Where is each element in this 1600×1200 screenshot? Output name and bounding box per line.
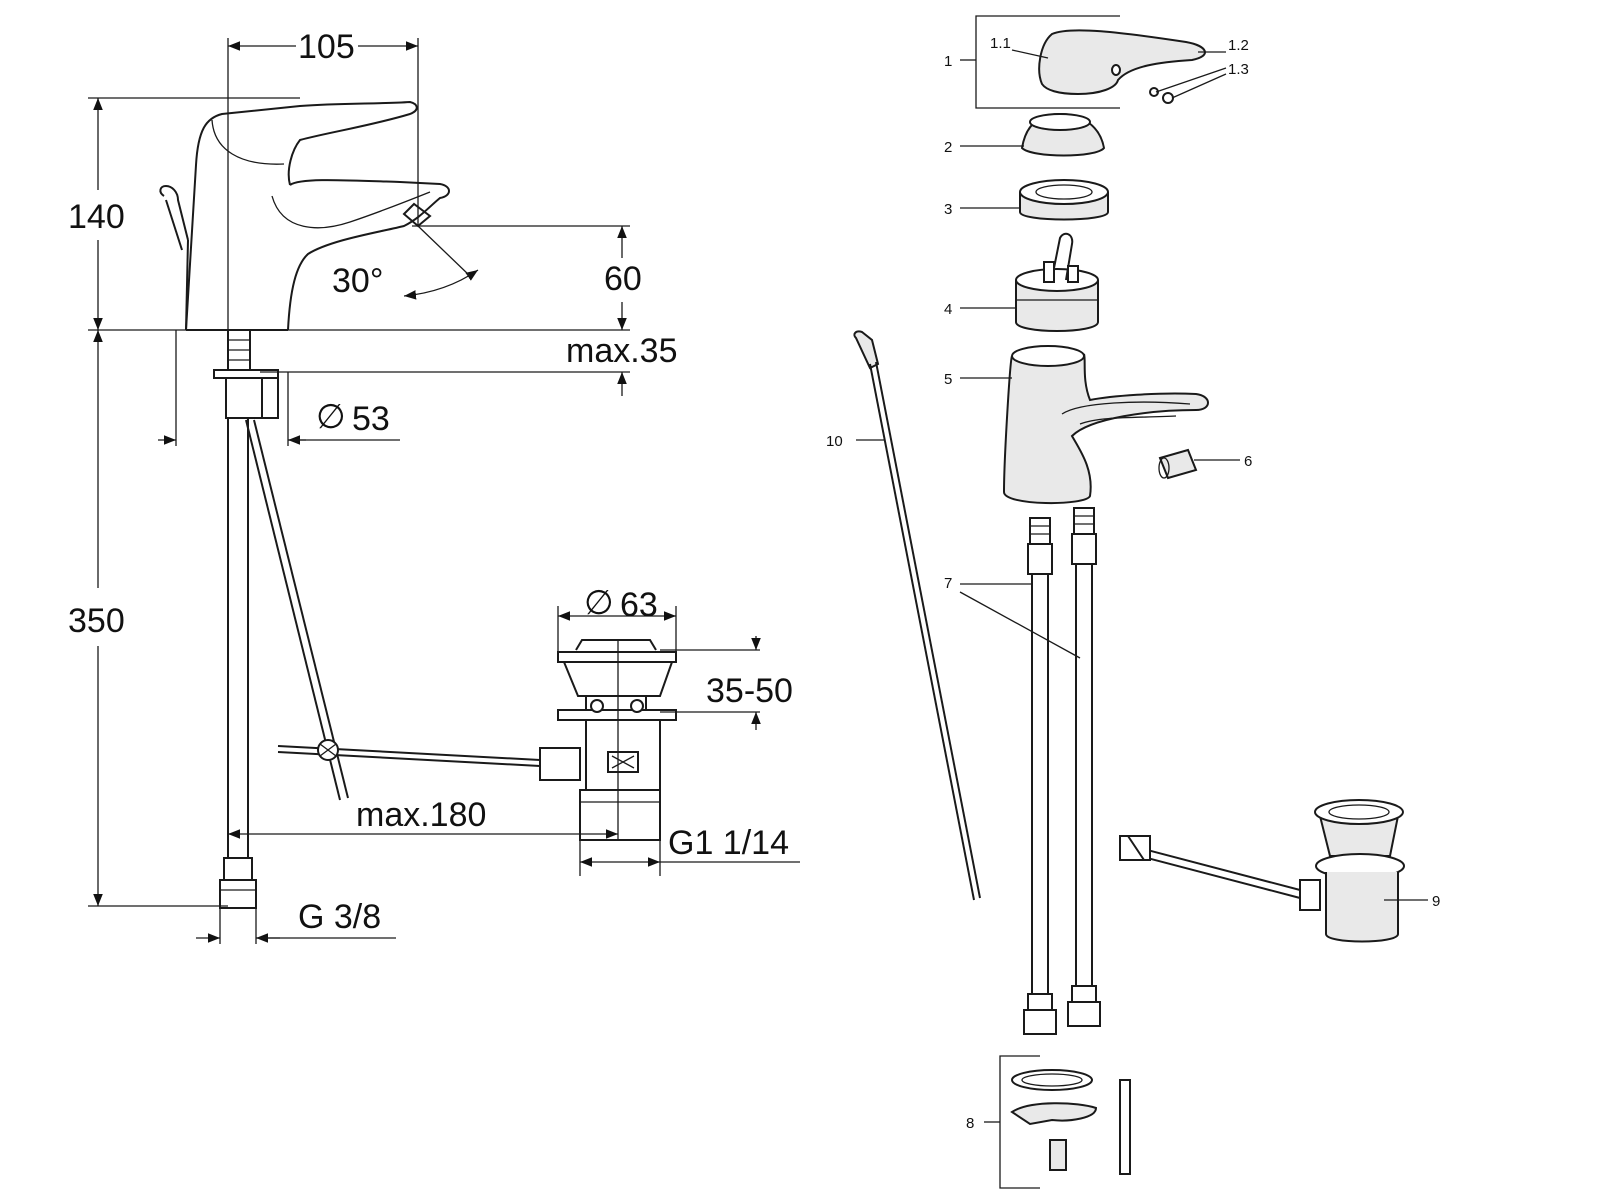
part-3-ring-nut [1019, 179, 1109, 221]
dimensioned-elevation-view: 105 140 30° 60 max.35 ∅ 53 350 ∅ 63 35-5… [68, 28, 800, 944]
callout-1-1: 1.1 [990, 35, 1011, 52]
dim-hose-length: 350 [68, 602, 125, 640]
callout-9: 9 [1432, 893, 1440, 910]
dim-waste-thread: G1 1/14 [668, 824, 789, 862]
dimension-lines [93, 41, 800, 943]
callout-10: 10 [826, 433, 843, 450]
callout-1-2: 1.2 [1228, 37, 1249, 54]
dim-spout-clearance: 60 [604, 260, 642, 298]
part-5-faucet-body [1002, 345, 1209, 505]
part-4-cartridge [1015, 232, 1099, 332]
part-10-lift-rod [853, 330, 981, 901]
dim-faucet-height: 140 [68, 198, 125, 236]
part-9-popup-waste [1119, 799, 1405, 943]
callout-leaders [856, 49, 1428, 901]
diameter-symbol-base: ∅ [316, 398, 346, 436]
exploded-parts-view: 1 1.1 1.2 1.3 2 3 4 5 6 7 8 9 10 [826, 15, 1440, 1189]
part-8-fixing-set [984, 1055, 1131, 1189]
callout-5: 5 [944, 371, 952, 388]
part-6-aerator [1158, 448, 1198, 480]
callout-8: 8 [966, 1115, 974, 1132]
popup-waste [539, 639, 677, 841]
callout-2: 2 [944, 139, 952, 156]
supply-hose [219, 418, 257, 909]
diameter-symbol-waste: ∅ [584, 584, 614, 622]
dim-lever-angle: 30° [332, 262, 383, 300]
lift-rod-knob [159, 184, 189, 331]
part-2-cover-cap [1020, 112, 1106, 157]
callout-3: 3 [944, 201, 952, 218]
dim-pull-rod-length: max.180 [356, 796, 486, 834]
pull-rod [245, 419, 349, 801]
part-7-flexible-hoses [1023, 507, 1101, 1035]
connecting-rod [277, 739, 541, 767]
callout-4: 4 [944, 301, 952, 318]
callout-6: 6 [1244, 453, 1252, 470]
callout-1-3: 1.3 [1228, 61, 1249, 78]
callout-7: 7 [944, 575, 952, 592]
dim-waste-height: 35-50 [706, 672, 793, 710]
dim-spout-reach: 105 [298, 28, 355, 66]
dim-base-diameter: 53 [352, 400, 390, 438]
callout-1: 1 [944, 53, 952, 70]
part-1-lever-handle [960, 15, 1206, 109]
faucet-body-outline [185, 100, 450, 419]
dim-waste-diameter: 63 [620, 586, 658, 624]
dim-deck-thickness: max.35 [566, 332, 678, 370]
dim-supply-thread: G 3/8 [298, 898, 381, 936]
